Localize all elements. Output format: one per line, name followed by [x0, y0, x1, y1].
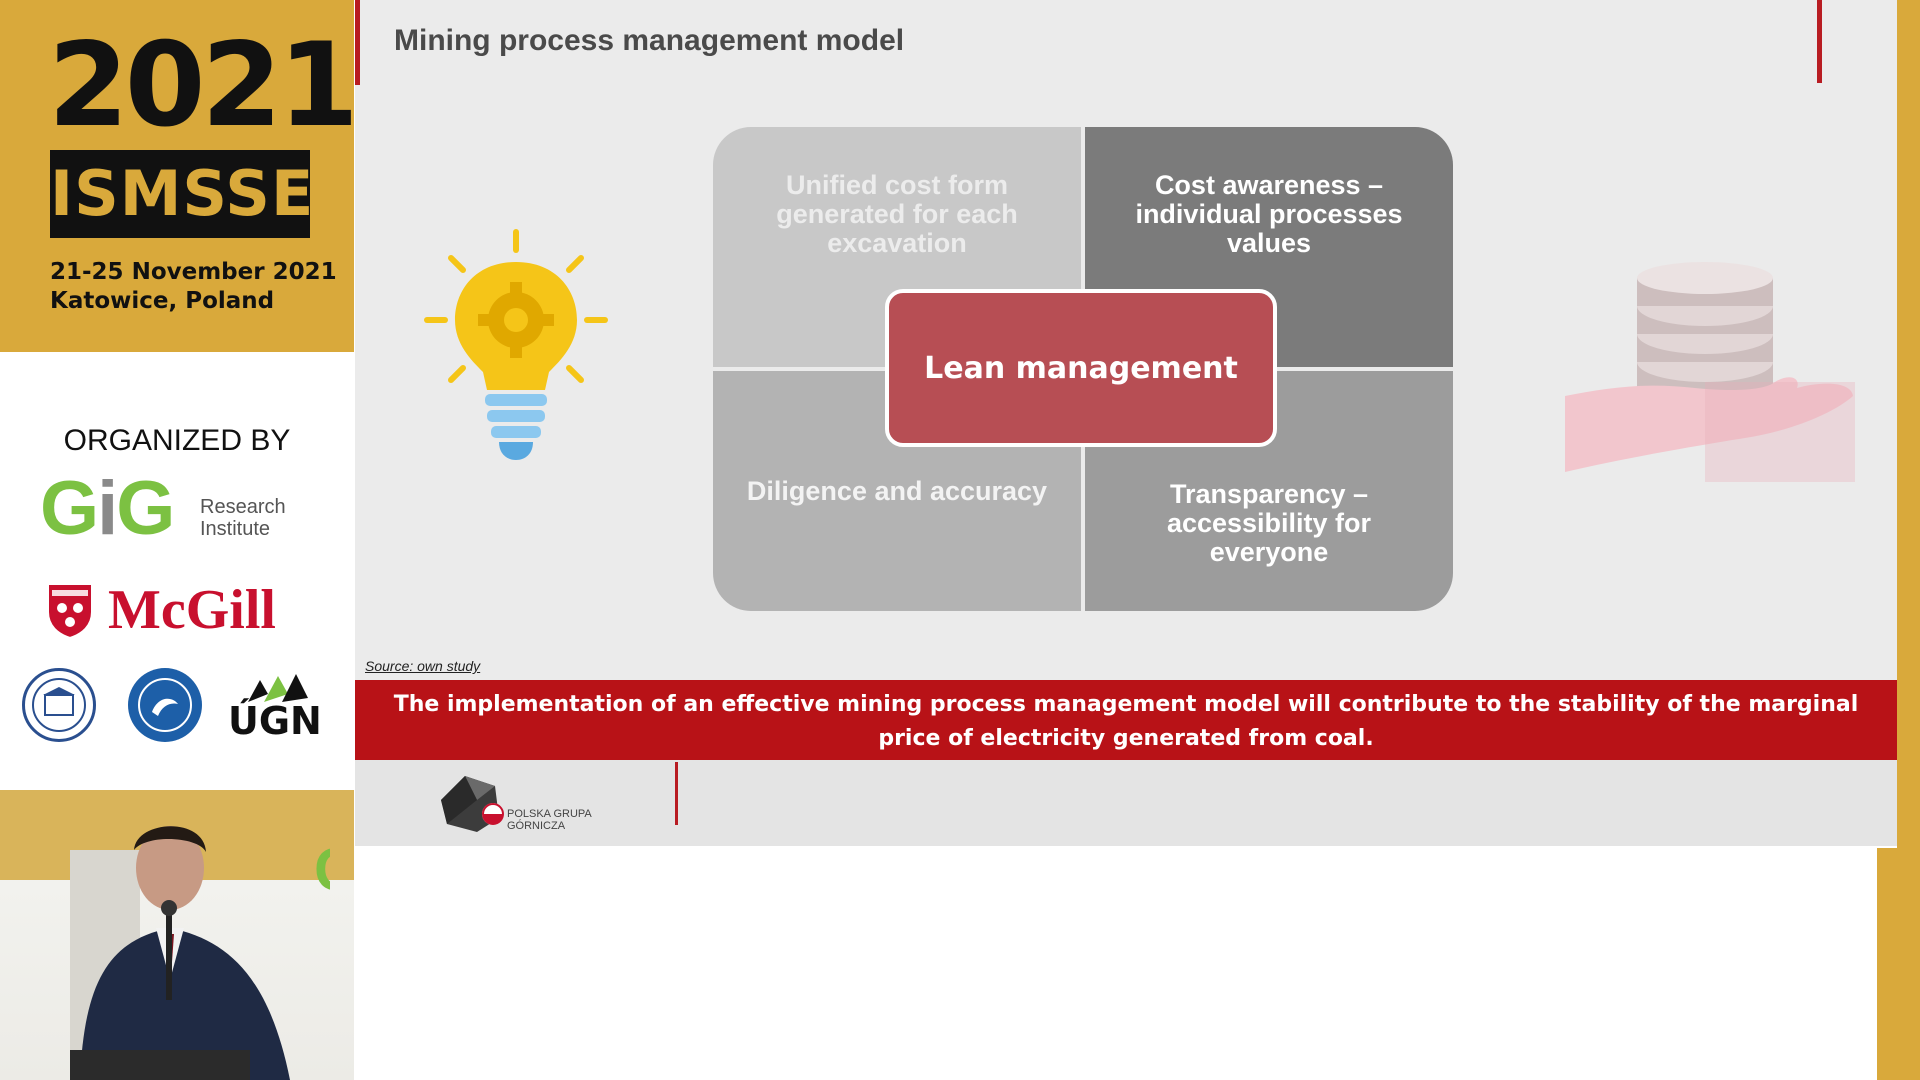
- event-name: ISMSSE: [50, 157, 315, 230]
- mcgill-wordmark: McGill: [108, 579, 276, 641]
- footer-divider: [675, 762, 678, 825]
- quadrant-diligence-label: Diligence and accuracy: [746, 475, 1048, 506]
- right-gold-frame: [1897, 0, 1920, 1080]
- gig-letter-g1: G: [40, 466, 99, 551]
- conclusion-banner: The implementation of an effective minin…: [355, 680, 1897, 760]
- lightbulb-gear-icon: [424, 229, 608, 460]
- pgg-logo-icon: [441, 776, 504, 832]
- event-year: 2021: [48, 18, 359, 153]
- coins-hand-icon: [1565, 262, 1855, 482]
- conference-sidebar: 2021 ISMSSE 21-25 November 2021 Katowice…: [0, 0, 359, 1080]
- university-seal-icon: [22, 668, 96, 742]
- gig-letters: GiG: [40, 471, 175, 547]
- lean-management-model: Unified cost form generated for each exc…: [713, 127, 1453, 611]
- pgg-wordmark-line1: POLSKA GRUPA: [507, 808, 592, 820]
- pgg-wordmark: POLSKA GRUPA GÓRNICZA: [507, 808, 592, 832]
- event-dates-line: 21-25 November 2021: [50, 259, 337, 285]
- event-banner: 2021 ISMSSE 21-25 November 2021 Katowice…: [0, 0, 359, 352]
- lean-management-center: Lean management: [885, 289, 1277, 447]
- event-dates: 21-25 November 2021 Katowice, Poland: [50, 258, 337, 316]
- gig-letter-g2: G: [116, 466, 175, 551]
- svg-text:G: G: [314, 836, 330, 903]
- partner-logos: ÚGN: [22, 668, 342, 748]
- ugn-logo: ÚGN: [228, 672, 328, 744]
- pgg-logo: POLSKA GRUPA GÓRNICZA: [437, 770, 677, 838]
- speaker-video: G: [0, 790, 354, 1080]
- speaker-figure: G: [70, 826, 330, 1080]
- seal-swirl-icon: [138, 678, 192, 732]
- gig-subtitle-line2: Institute: [200, 518, 271, 540]
- gig-subtitle: Research Institute: [200, 496, 286, 540]
- seal-emblem-icon: [32, 678, 86, 732]
- presentation-slide: Mining process management model Unified …: [355, 0, 1897, 846]
- right-gold-frame-lower: [1877, 848, 1897, 1080]
- conclusion-text: The implementation of an effective minin…: [393, 692, 1859, 751]
- gig-subtitle-line1: Research: [200, 496, 286, 518]
- ugn-mark-icon: [248, 674, 308, 702]
- pgg-wordmark-line2: GÓRNICZA: [507, 820, 566, 832]
- slide-footer: POLSKA GRUPA GÓRNICZA: [355, 760, 1897, 846]
- slide-accent-bar-right: [1817, 0, 1822, 83]
- source-note: Source: own study: [365, 658, 481, 674]
- organized-by-heading: ORGANIZED BY: [63, 424, 291, 457]
- slide-accent-bar-left: [355, 0, 360, 85]
- ugn-wordmark: ÚGN: [228, 699, 322, 743]
- slide-title: Mining process management model: [394, 24, 905, 57]
- event-name-box: ISMSSE: [50, 150, 315, 238]
- mcgill-crest-icon: [47, 583, 93, 640]
- event-location-line: Katowice, Poland: [50, 288, 275, 314]
- science-university-seal-icon: [128, 668, 202, 742]
- gig-letter-i: i: [97, 466, 118, 551]
